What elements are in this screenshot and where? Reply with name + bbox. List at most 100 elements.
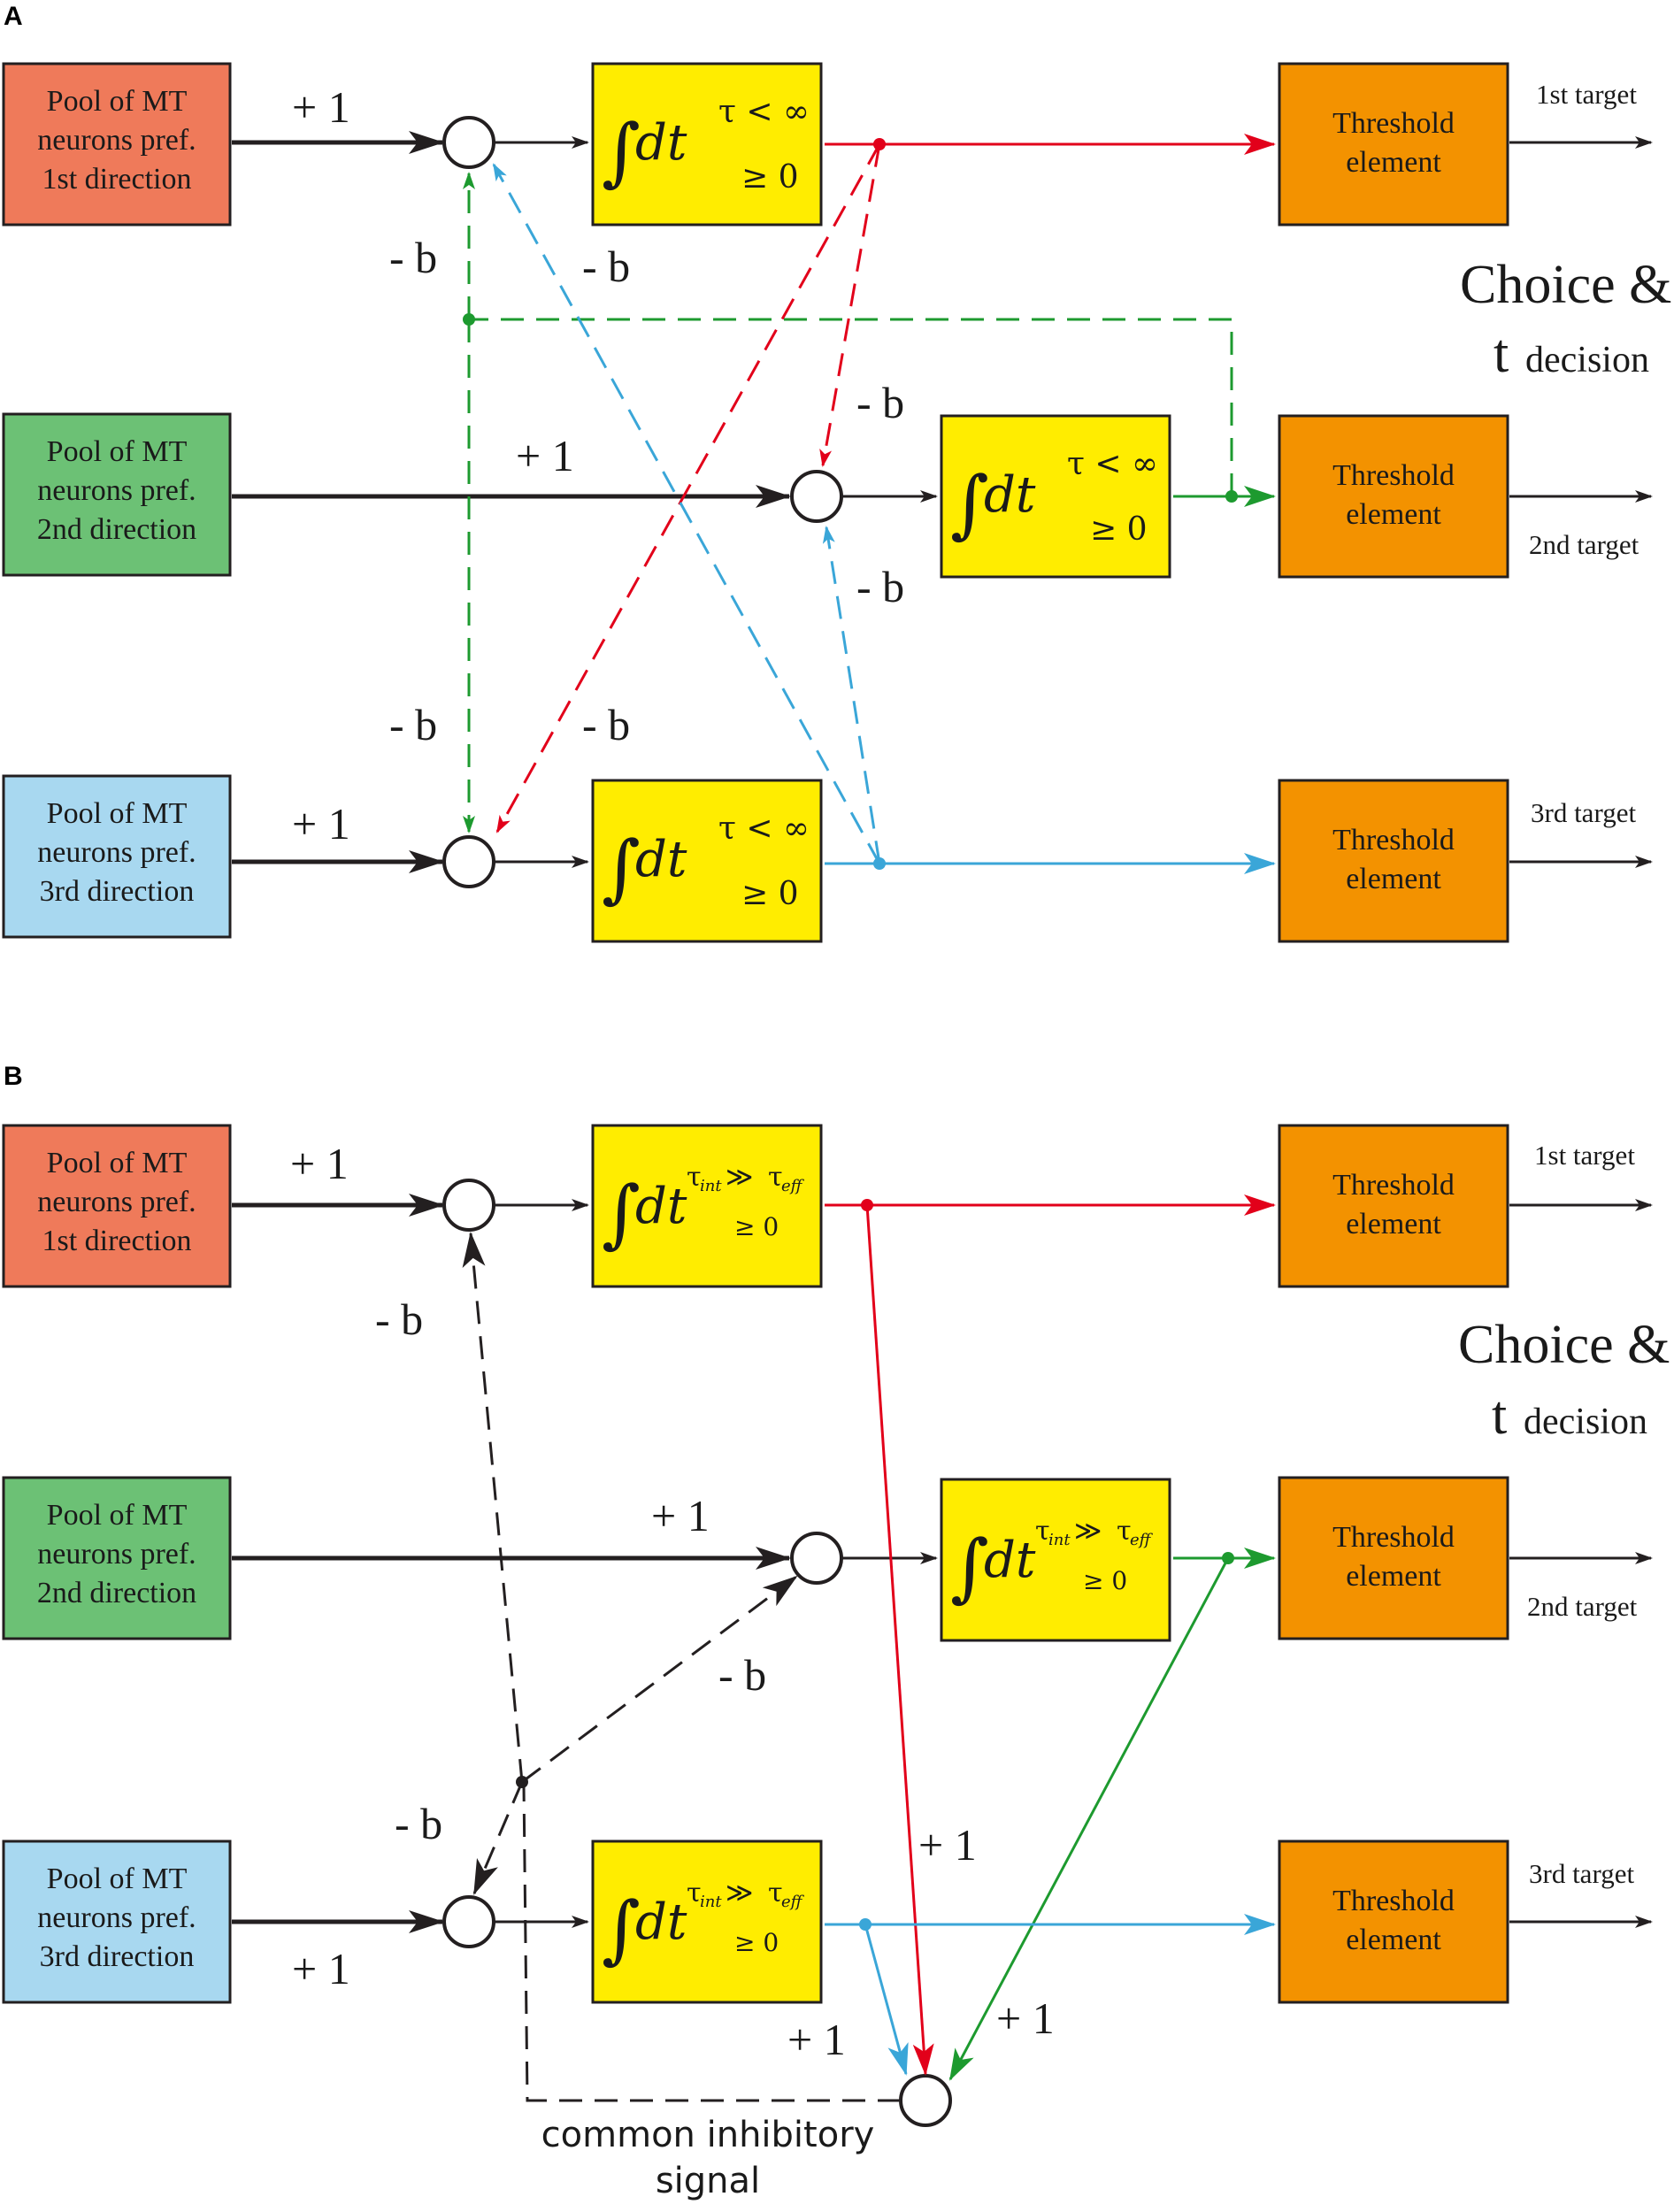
summation-node-2 bbox=[790, 470, 843, 523]
target-label-3: 3rd target bbox=[1529, 1858, 1634, 1889]
integral-dt: dt bbox=[635, 1893, 687, 1951]
pool-label-line2: neurons pref. bbox=[37, 836, 196, 869]
tau-int-subscript: int bbox=[700, 1177, 722, 1195]
target-label-2: 2nd target bbox=[1529, 529, 1639, 560]
threshold-element-2-b: Threshold element bbox=[1278, 1476, 1509, 1640]
red-inhibit-to-node-2 bbox=[819, 143, 881, 467]
blue-to-common-node bbox=[864, 1924, 909, 2076]
much-greater-sign: ≫ bbox=[726, 1878, 753, 1909]
threshold-element-2-a: Threshold element bbox=[1278, 414, 1509, 579]
weight-plus1: + 1 bbox=[918, 1820, 977, 1870]
panel-b-label: B bbox=[4, 1062, 23, 1091]
integral-dt: dt bbox=[984, 1532, 1036, 1589]
threshold-element-1-a: Threshold element bbox=[1278, 62, 1509, 227]
weight-plus1: + 1 bbox=[996, 1993, 1055, 2043]
summation-node-2 bbox=[790, 1532, 843, 1585]
much-greater-sign: ≫ bbox=[726, 1162, 753, 1193]
threshold-element-3-a: Threshold element bbox=[1278, 779, 1509, 943]
summation-node-3 bbox=[442, 835, 495, 888]
integrator-2-b: ∫ dt τ int ≫ τ eff ≥ 0 bbox=[940, 1478, 1171, 1642]
integral-sign: ∫ bbox=[602, 108, 641, 195]
much-greater-sign: ≫ bbox=[1074, 1516, 1102, 1547]
weight-minus-b: - b bbox=[856, 378, 904, 427]
integrator-1-a: ∫ dt τ < ∞ ≥ 0 bbox=[591, 62, 823, 227]
target-label-1: 1st target bbox=[1536, 79, 1637, 110]
green-to-common-node bbox=[948, 1557, 1230, 2081]
pool-2nd-direction-a: Pool of MT neurons pref. 2nd direction bbox=[2, 412, 232, 577]
t-decision-subscript: decision bbox=[1525, 340, 1649, 380]
pool-label-line3: 2nd direction bbox=[37, 1577, 196, 1609]
integrator-1-b: ∫ dt τ int ≫ τ eff ≥ 0 bbox=[591, 1124, 823, 1288]
integral-sign: ∫ bbox=[950, 460, 989, 547]
tau-eff: τ bbox=[1117, 1516, 1132, 1547]
pool-3rd-direction-a: Pool of MT neurons pref. 3rd direction bbox=[2, 774, 232, 939]
tau-int: τ bbox=[687, 1878, 702, 1909]
pool-label-line2: neurons pref. bbox=[37, 474, 196, 507]
tau-int-subscript: int bbox=[1048, 1531, 1071, 1549]
weight-plus1: + 1 bbox=[787, 2015, 846, 2064]
weight-minus-b: - b bbox=[718, 1650, 766, 1700]
weight-plus1: + 1 bbox=[651, 1491, 710, 1540]
target-label-1: 1st target bbox=[1534, 1140, 1635, 1171]
pool-label-line3: 3rd direction bbox=[40, 875, 195, 908]
pool-label-line2: neurons pref. bbox=[37, 1538, 196, 1571]
weight-minus-b: - b bbox=[582, 242, 630, 291]
tau-eff: τ bbox=[768, 1162, 783, 1193]
blue-inhibit-to-node-2 bbox=[822, 526, 881, 864]
pool-label-line3: 1st direction bbox=[42, 1225, 191, 1257]
threshold-element-3-b: Threshold element bbox=[1278, 1839, 1509, 2004]
threshold-label-line1: Threshold bbox=[1332, 1885, 1455, 1917]
choice-label: Choice & bbox=[1458, 1315, 1670, 1375]
nonneg-condition: ≥ 0 bbox=[741, 159, 799, 196]
weight-plus1: + 1 bbox=[292, 1944, 350, 1993]
threshold-label-line1: Threshold bbox=[1332, 459, 1455, 492]
common-inhibitory-node bbox=[899, 2074, 952, 2127]
common-inhibit-to-node-1 bbox=[462, 1232, 524, 1783]
nonneg-condition: ≥ 0 bbox=[734, 1928, 779, 1957]
pool-label-line1: Pool of MT bbox=[47, 1147, 188, 1179]
summation-node-1 bbox=[442, 1179, 495, 1232]
nonneg-condition: ≥ 0 bbox=[1090, 511, 1148, 548]
summation-node-3 bbox=[442, 1895, 495, 1948]
t-decision-t: t bbox=[1492, 1386, 1507, 1446]
t-decision-subscript: decision bbox=[1524, 1402, 1647, 1442]
integrator-3-b: ∫ dt τ int ≫ τ eff ≥ 0 bbox=[591, 1839, 823, 2004]
weight-minus-b: - b bbox=[395, 1799, 442, 1848]
choice-label: Choice & bbox=[1460, 255, 1671, 315]
threshold-label-line1: Threshold bbox=[1332, 1169, 1455, 1202]
threshold-label-line2: element bbox=[1346, 146, 1441, 179]
tau-condition: τ < ∞ bbox=[718, 94, 810, 130]
threshold-label-line1: Threshold bbox=[1332, 107, 1455, 140]
pool-label-line2: neurons pref. bbox=[37, 1901, 196, 1934]
threshold-label-line2: element bbox=[1346, 1560, 1441, 1593]
green-inhibit-path bbox=[469, 318, 1233, 496]
integral-dt: dt bbox=[635, 1178, 687, 1235]
common-inhibitory-label-line1: common inhibitory bbox=[541, 2115, 875, 2155]
threshold-label-line1: Threshold bbox=[1332, 824, 1455, 856]
pool-label-line2: neurons pref. bbox=[37, 124, 196, 157]
tau-condition: τ < ∞ bbox=[718, 810, 810, 847]
red-inhibit-to-node-3 bbox=[495, 143, 881, 833]
tau-int-subscript: int bbox=[700, 1893, 722, 1911]
tau-eff-subscript: eff bbox=[781, 1177, 805, 1195]
pool-label-line1: Pool of MT bbox=[47, 435, 188, 468]
threshold-element-1-b: Threshold element bbox=[1278, 1124, 1509, 1288]
integral-dt: dt bbox=[984, 466, 1036, 524]
integrator-2-a: ∫ dt τ < ∞ ≥ 0 bbox=[940, 414, 1171, 579]
weight-minus-b: - b bbox=[389, 233, 437, 282]
integral-sign: ∫ bbox=[602, 825, 641, 911]
integral-dt: dt bbox=[635, 831, 687, 888]
tau-condition: τ < ∞ bbox=[1067, 446, 1158, 482]
common-inhibitory-label-line2: signal bbox=[656, 2161, 760, 2201]
threshold-label-line2: element bbox=[1346, 498, 1441, 531]
panel-a: A Pool of MT neurons pref. 1st direction… bbox=[2, 2, 1671, 943]
pool-1st-direction-a: Pool of MT neurons pref. 1st direction bbox=[2, 62, 232, 227]
weight-plus1: + 1 bbox=[292, 799, 350, 849]
weight-minus-b: - b bbox=[375, 1294, 423, 1344]
t-decision-t: t bbox=[1494, 324, 1509, 384]
integral-sign: ∫ bbox=[602, 1170, 641, 1256]
pool-label-line3: 1st direction bbox=[42, 163, 191, 196]
nonneg-condition: ≥ 0 bbox=[741, 876, 799, 912]
weight-minus-b: - b bbox=[856, 562, 904, 611]
